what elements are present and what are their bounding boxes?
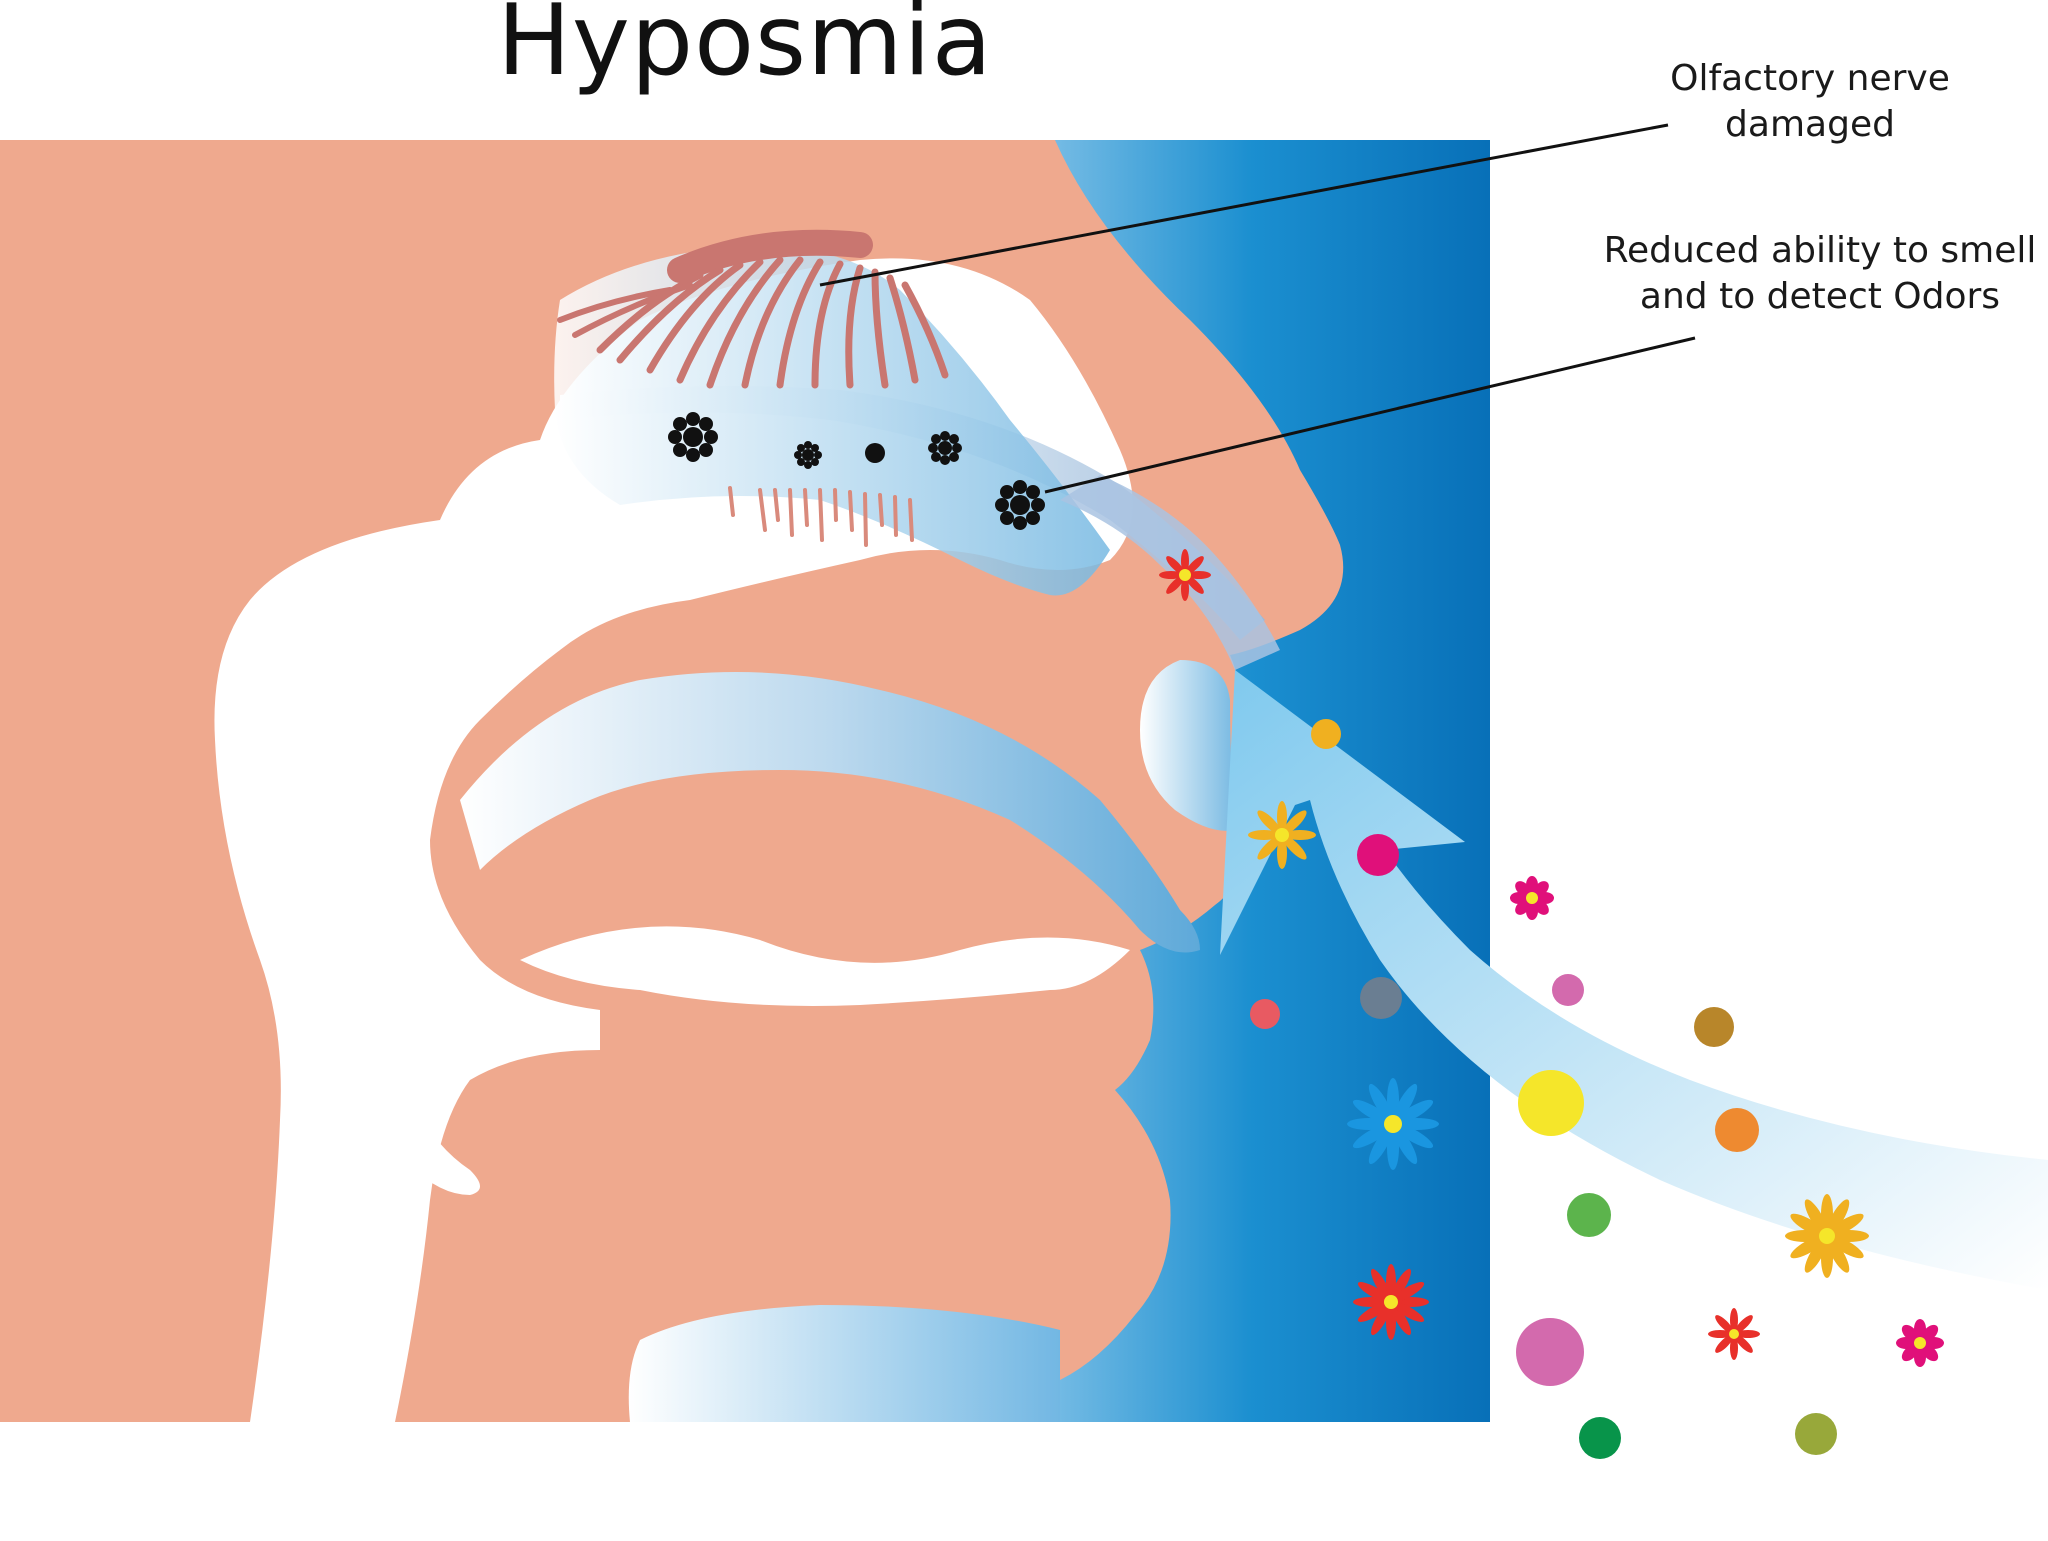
callout-olfactory-nerve: Olfactory nerve damaged — [1620, 56, 2000, 148]
inactive-odor-molecules — [668, 412, 1045, 530]
odor-flower-orange — [1248, 801, 1316, 869]
odor-flower-yellow — [1785, 1194, 1869, 1278]
nostril-opening — [1140, 660, 1235, 831]
lip-gap — [520, 926, 1130, 1006]
pharynx — [214, 520, 600, 1422]
odor-dots — [1250, 719, 1837, 1459]
callout-line: damaged — [1725, 104, 1895, 145]
odor-flower-red-bottom — [1353, 1264, 1429, 1340]
callout-line: Reduced ability to smell — [1603, 230, 2037, 271]
diagram-title: Hyposmia — [497, 0, 993, 98]
intake-arrow — [1220, 670, 2048, 1290]
lower-lip-crease — [380, 1101, 480, 1195]
nerve-endings — [728, 486, 914, 547]
mouth-air-stream — [628, 1305, 1060, 1422]
odor-flower-blue — [1347, 1078, 1439, 1170]
callout-reduced-smell: Reduced ability to smell and to detect O… — [1600, 228, 2040, 320]
callout-line: and to detect Odors — [1639, 276, 2001, 317]
odor-flower-pink-bottom — [1896, 1319, 1944, 1367]
leader-line-nerve — [819, 123, 1669, 287]
olfactory-nerve — [557, 229, 949, 389]
odor-flower-red-small — [1708, 1308, 1760, 1360]
callout-line: Olfactory nerve — [1670, 58, 1950, 99]
lower-air-stream — [460, 672, 1200, 953]
odor-flower-pink-top — [1510, 876, 1554, 920]
olfactory-region — [554, 245, 1110, 596]
leader-line-smell — [1044, 336, 1696, 494]
odor-flower-red-top — [1159, 549, 1211, 601]
